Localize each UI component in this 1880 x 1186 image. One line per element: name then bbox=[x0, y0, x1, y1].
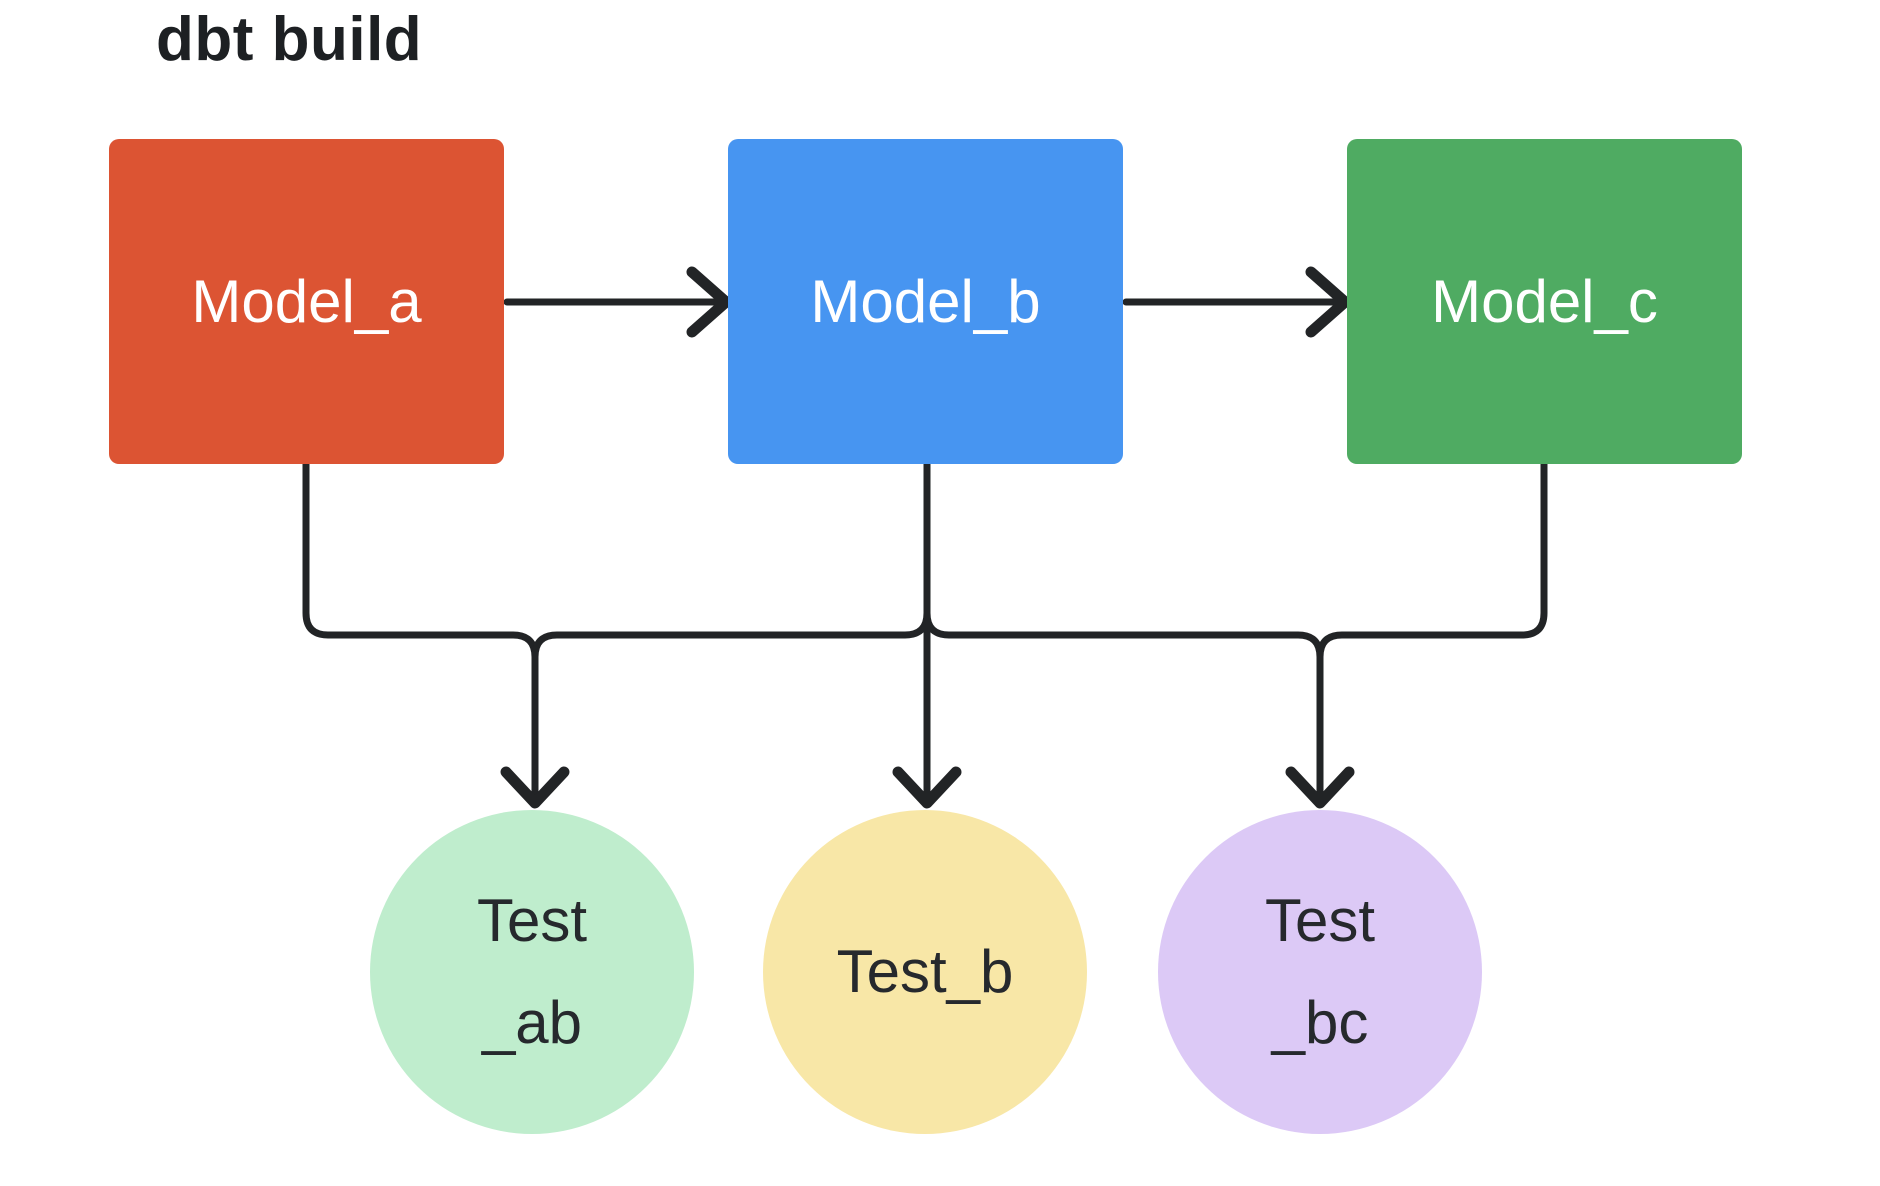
node-test-b[interactable]: Test_b bbox=[763, 810, 1087, 1134]
arrowhead-right-icon bbox=[686, 266, 732, 338]
node-label-line: _bc bbox=[1271, 989, 1369, 1056]
arrowhead-right-icon bbox=[1305, 266, 1351, 338]
node-label: Model_a bbox=[191, 268, 422, 335]
diagram-title: dbt build bbox=[156, 5, 423, 74]
edge-model-c-to-test-bc bbox=[1316, 460, 1548, 661]
node-label: Model_c bbox=[1431, 268, 1658, 335]
node-label-line: Test bbox=[476, 887, 588, 954]
node-test-ab[interactable]: Test _ab bbox=[370, 810, 694, 1134]
edge-model-b-to-test-bc bbox=[923, 460, 1324, 802]
arrowhead-down-icon bbox=[500, 766, 570, 809]
edge-model-b-to-test-ab bbox=[531, 460, 931, 661]
node-label: Model_b bbox=[810, 268, 1041, 335]
edge-model-a-to-test-ab bbox=[302, 460, 539, 802]
node-label-line: _ab bbox=[481, 989, 583, 1056]
node-test-bc[interactable]: Test _bc bbox=[1158, 810, 1482, 1134]
node-model-c[interactable]: Model_c bbox=[1347, 139, 1742, 464]
node-model-b[interactable]: Model_b bbox=[728, 139, 1123, 464]
node-model-a[interactable]: Model_a bbox=[109, 139, 504, 464]
arrowhead-down-icon bbox=[892, 766, 962, 809]
node-label-line: Test_b bbox=[836, 938, 1014, 1005]
arrowhead-down-icon bbox=[1285, 766, 1355, 809]
node-label-line: Test bbox=[1264, 887, 1376, 954]
